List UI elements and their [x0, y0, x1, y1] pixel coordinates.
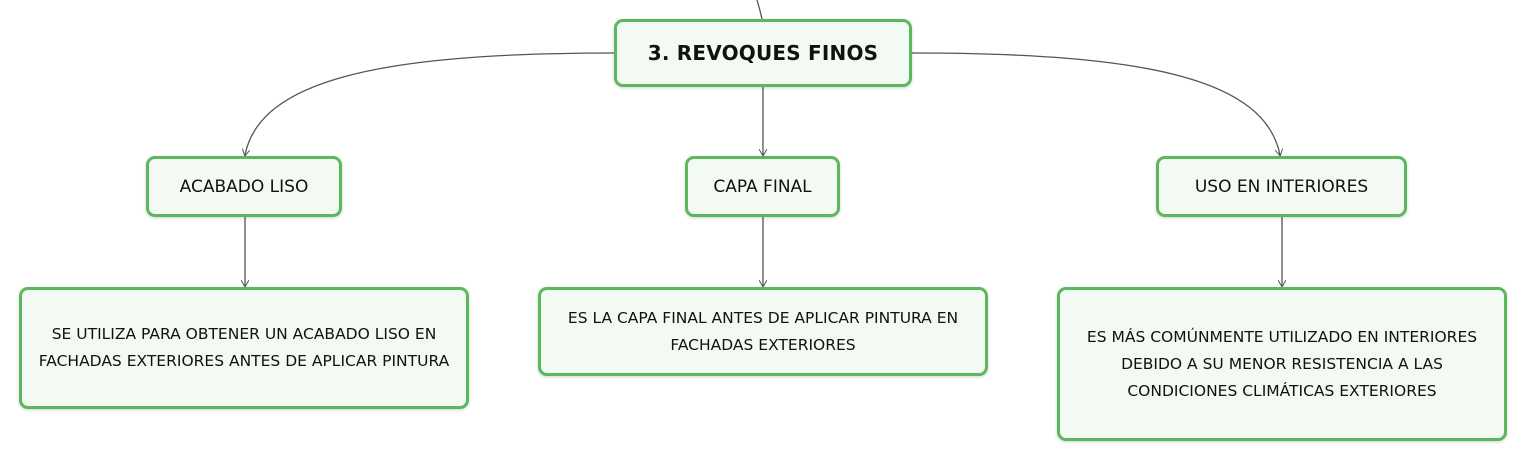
incoming-parent-connector — [756, 0, 763, 20]
connector-root-to-acabado-liso — [245, 52, 615, 155]
detail-node-acabado-liso[interactable]: SE UTILIZA PARA OBTENER UN ACABADO LISO … — [19, 287, 469, 409]
root-topic-label: 3. REVOQUES FINOS — [647, 41, 879, 65]
topic-node-uso-en-interiores[interactable]: USO EN INTERIORES — [1156, 156, 1407, 217]
detail-text-acabado-liso: SE UTILIZA PARA OBTENER UN ACABADO LISO … — [38, 325, 450, 370]
topic-node-capa-final[interactable]: CAPA FINAL — [685, 156, 840, 217]
topic-label-acabado-liso: ACABADO LISO — [179, 176, 309, 197]
connector-root-to-uso-en-interiores — [911, 52, 1280, 155]
detail-node-uso-en-interiores[interactable]: ES MÁS COMÚNMENTE UTILIZADO EN INTERIORE… — [1057, 287, 1507, 441]
topic-label-capa-final: CAPA FINAL — [713, 176, 812, 197]
topic-node-acabado-liso[interactable]: ACABADO LISO — [146, 156, 342, 217]
detail-node-capa-final[interactable]: ES LA CAPA FINAL ANTES DE APLICAR PINTUR… — [538, 287, 988, 376]
detail-text-capa-final: ES LA CAPA FINAL ANTES DE APLICAR PINTUR… — [567, 308, 959, 354]
topic-label-uso-en-interiores: USO EN INTERIORES — [1194, 176, 1369, 197]
detail-text-uso-en-interiores: ES MÁS COMÚNMENTE UTILIZADO EN INTERIORE… — [1086, 327, 1478, 400]
root-topic-node[interactable]: 3. REVOQUES FINOS — [614, 19, 912, 87]
